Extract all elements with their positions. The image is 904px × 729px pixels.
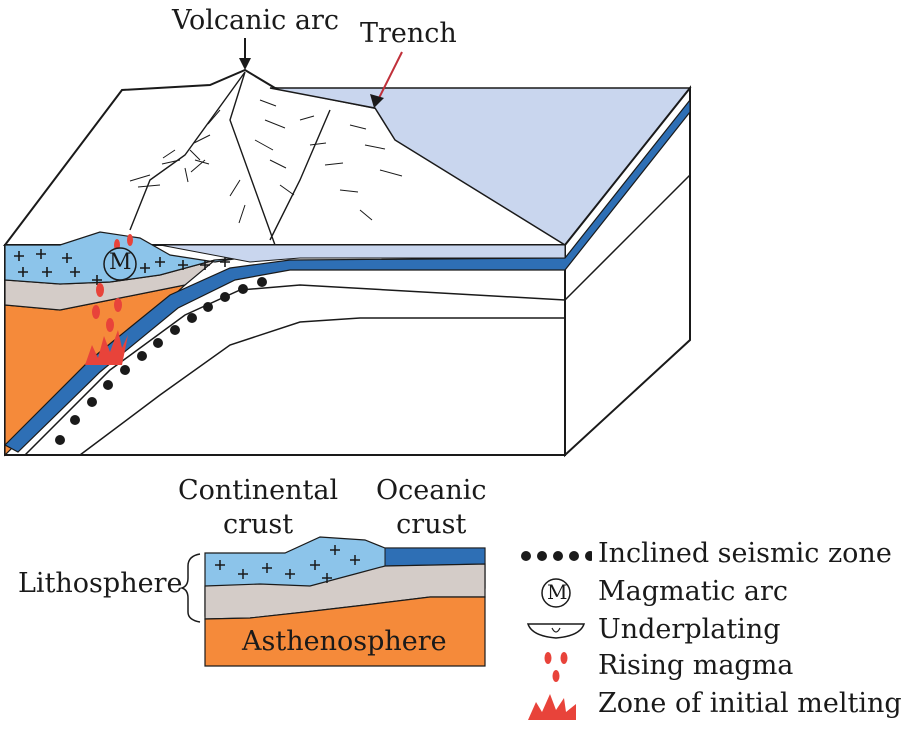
zone-of-initial-melting xyxy=(85,330,128,365)
asthenosphere-label: Asthenosphere xyxy=(242,626,447,657)
trench-arrow xyxy=(377,51,403,101)
legend-label: Rising magma xyxy=(598,650,794,681)
legend-label: Magmatic arc xyxy=(598,576,789,607)
ocean-water-front xyxy=(159,244,566,263)
magmatic-arc-symbol xyxy=(103,247,137,281)
legend-item-magmatic-arc: M Magmatic arc xyxy=(520,576,904,610)
legend-label: Zone of initial melting xyxy=(598,688,902,719)
inset-cross-section xyxy=(179,536,486,667)
legend-item-seismic: Inclined seismic zone xyxy=(520,538,904,572)
inclined-seismic-zone xyxy=(55,277,267,445)
oceanic-crust-line2: crust xyxy=(396,509,467,540)
terrain-hachures xyxy=(129,99,403,224)
trench-label: Trench xyxy=(360,18,457,49)
legend-item-rising-magma: Rising magma xyxy=(520,650,904,684)
continental-crust-line2: crust xyxy=(223,509,294,540)
lower-slab-line xyxy=(79,317,565,456)
ocean-surface xyxy=(269,87,692,246)
legend-label: Underplating xyxy=(598,614,781,645)
oceanic-slab xyxy=(4,98,691,453)
legend-label: Inclined seismic zone xyxy=(598,538,892,569)
magmatic-arc-symbol-label: M xyxy=(109,250,132,275)
slab-base-line xyxy=(24,284,566,456)
right-face-line xyxy=(564,174,691,301)
underplating-icon xyxy=(520,614,592,648)
magmatic-arc-icon-letter: M xyxy=(547,580,568,604)
legend-item-underplating: Underplating xyxy=(520,614,904,648)
oceanic-crust-label: Oceanic crust xyxy=(376,475,486,540)
rising-magma-blobs xyxy=(92,234,133,332)
rising-magma-icon xyxy=(520,650,592,684)
volcanic-arc-label: Volcanic arc xyxy=(172,5,339,36)
legend-item-initial-melting: Zone of initial melting xyxy=(520,688,904,722)
magmatic-arc-icon: M xyxy=(520,576,592,610)
lithosphere-label: Lithosphere xyxy=(18,568,183,599)
continental-crust-line1: Continental xyxy=(178,475,339,506)
initial-melting-icon xyxy=(520,688,592,722)
volcanic-ridge xyxy=(129,71,331,246)
seismic-dots-icon xyxy=(520,538,595,572)
oceanic-crust-line1: Oceanic xyxy=(376,475,487,506)
continental-crust-label: Continental crust xyxy=(178,475,338,540)
